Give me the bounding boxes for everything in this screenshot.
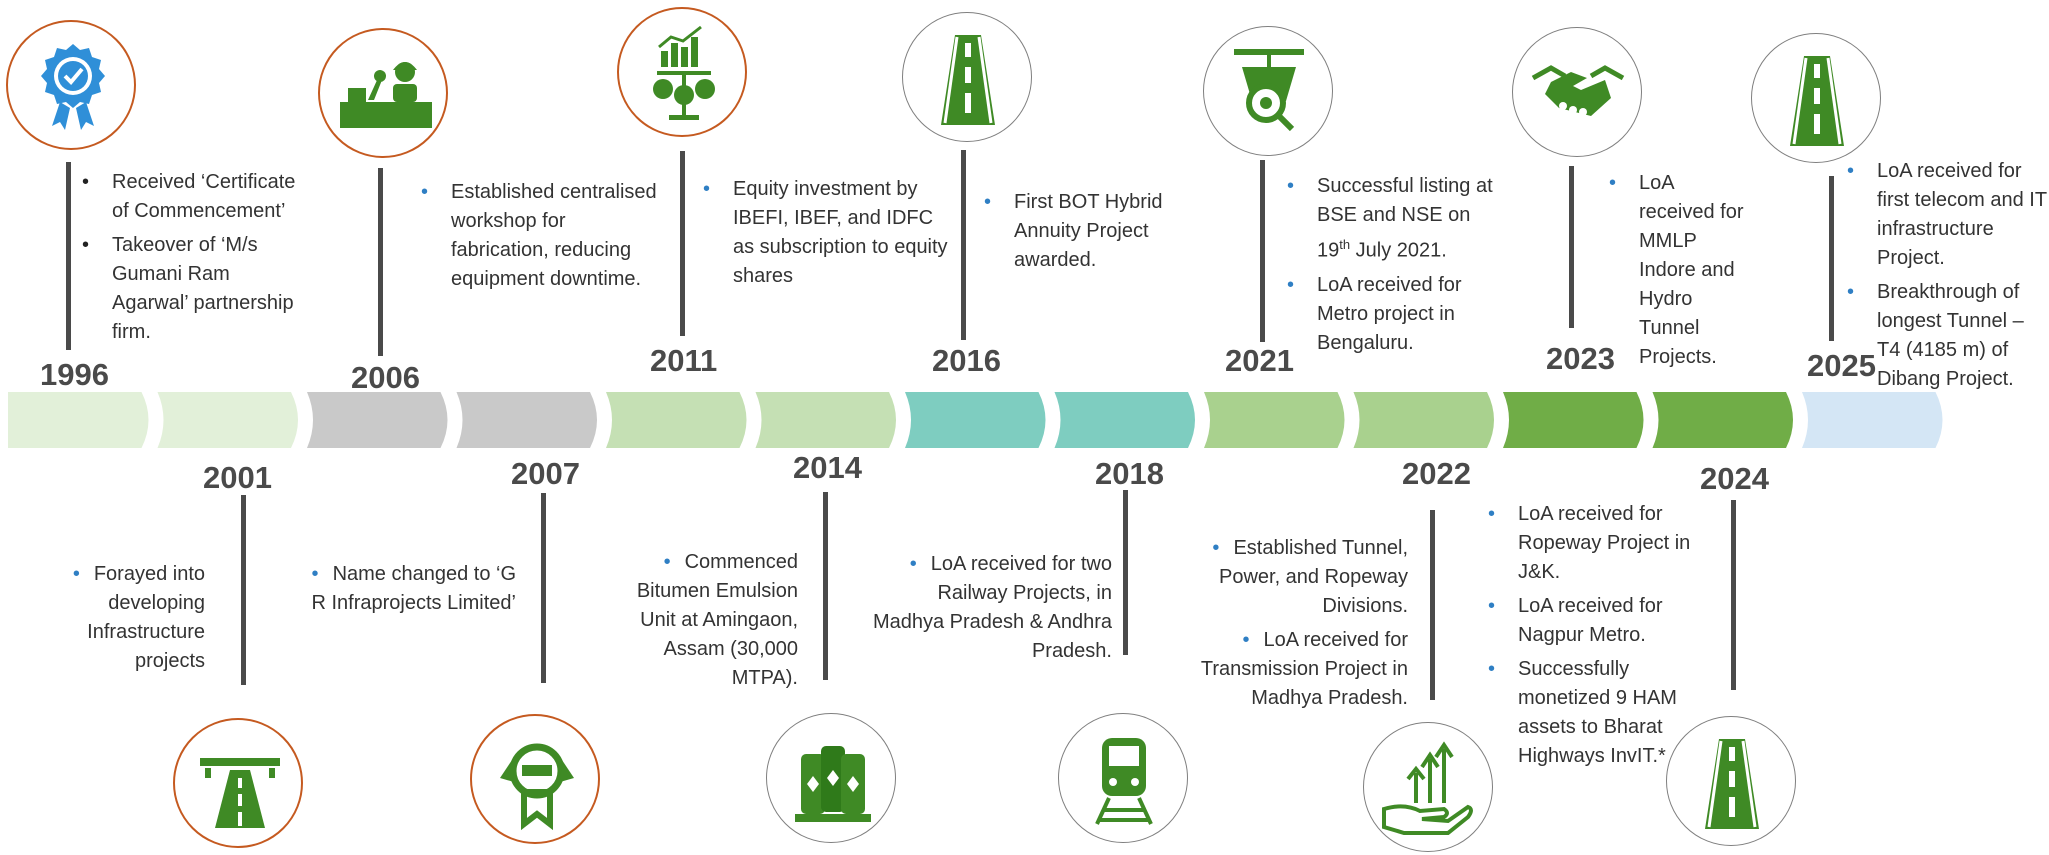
event-item: LoA received for MMLP Indore and Hydro T…: [1609, 169, 1749, 372]
event-item: Established Tunnel, Power, and Ropeway D…: [1170, 534, 1408, 621]
year-label: 2014: [793, 450, 862, 485]
connector-line: [378, 168, 383, 356]
event-item: Established centralised workshop for fab…: [421, 178, 666, 294]
event-list: Successful listing at BSE and NSE on 19t…: [1287, 172, 1509, 363]
event-list: Forayed into developing Infrastructure p…: [30, 560, 205, 681]
timeline-segment-2025: [1802, 392, 1943, 448]
timeline-segment-2023: [1503, 392, 1644, 448]
event-list: LoA received for MMLP Indore and Hydro T…: [1609, 169, 1749, 377]
connector-line: [680, 151, 685, 336]
year-label: 2018: [1095, 456, 1164, 491]
event-item: Takeover of ‘M/s Gumani Ram Agarwal’ par…: [82, 231, 307, 347]
event-list: Established Tunnel, Power, and Ropeway D…: [1170, 534, 1408, 718]
event-item: Equity investment by IBEFI, IBEF, and ID…: [703, 175, 948, 291]
event-list: Established centralised workshop for fab…: [421, 178, 666, 299]
year-label: 2024: [1700, 461, 1769, 496]
year-label: 2001: [203, 460, 272, 495]
year-label: 2023: [1546, 341, 1615, 376]
event-list: Commenced Bitumen Emulsion Unit at Aming…: [608, 548, 798, 698]
event-item: Commenced Bitumen Emulsion Unit at Aming…: [608, 548, 798, 693]
connector-line: [1569, 166, 1574, 328]
year-label: 2006: [351, 360, 420, 395]
year-label: 2016: [932, 343, 1001, 378]
ropeway-tunnel-icon: [1203, 26, 1333, 156]
timeline-segment-2024: [1652, 392, 1793, 448]
growth-hand-icon: [1363, 722, 1493, 852]
road-icon: [902, 12, 1032, 142]
road-icon: [1666, 716, 1796, 846]
timeline-segment-2001: [157, 392, 298, 448]
connector-line: [1260, 160, 1265, 342]
road-icon: [1751, 33, 1881, 163]
year-label: 2021: [1225, 343, 1294, 378]
event-list: Received ‘Certificate of Commencement’ T…: [82, 168, 307, 352]
year-label: 2007: [511, 456, 580, 491]
timeline-segment-2014: [755, 392, 896, 448]
handshake-icon: [1512, 27, 1642, 157]
train-icon: [1058, 713, 1188, 843]
event-list: Name changed to ‘G R Infraprojects Limit…: [310, 560, 516, 623]
connector-line: [541, 493, 546, 683]
year-label: 2022: [1402, 456, 1471, 491]
event-item: LoA received for Transmission Project in…: [1170, 626, 1408, 713]
bitumen-tanks-icon: [766, 713, 896, 843]
connector-line: [823, 492, 828, 680]
event-list: LoA received for two Railway Projects, i…: [862, 550, 1112, 671]
timeline-segment-2018: [1054, 392, 1195, 448]
event-item: LoA received for first telecom and IT in…: [1847, 157, 2047, 273]
event-list: LoA received for first telecom and IT in…: [1847, 157, 2047, 399]
event-item: LoA received for Metro project in Bengal…: [1287, 271, 1509, 358]
investment-growth-icon: [617, 7, 747, 137]
timeline-segment-2006: [307, 392, 448, 448]
year-label: 2011: [650, 343, 718, 378]
workshop-worker-icon: [318, 28, 448, 158]
connector-line: [1731, 500, 1736, 690]
event-item: First BOT Hybrid Annuity Project awarded…: [984, 188, 1214, 275]
timeline-bar: [8, 392, 1943, 448]
event-list: First BOT Hybrid Annuity Project awarded…: [984, 188, 1214, 280]
connector-line: [66, 162, 71, 350]
connector-line: [961, 150, 966, 340]
timeline-segment-2021: [1204, 392, 1345, 448]
connector-line: [241, 495, 246, 685]
award-ribbon-icon: [470, 714, 600, 844]
event-list: LoA received for Ropeway Project in J&K.…: [1488, 500, 1723, 776]
connector-line: [1829, 176, 1834, 341]
event-item: Received ‘Certificate of Commencement’: [82, 168, 307, 226]
event-item: LoA received for Nagpur Metro.: [1488, 592, 1723, 650]
timeline-segment-2016: [905, 392, 1046, 448]
timeline-segment-2007: [456, 392, 597, 448]
event-item: Successful listing at BSE and NSE on 19t…: [1287, 172, 1509, 266]
timeline-segment-2022: [1353, 392, 1494, 448]
event-list: Equity investment by IBEFI, IBEF, and ID…: [703, 175, 948, 296]
event-item: Breakthrough of longest Tunnel – T4 (418…: [1847, 278, 2047, 394]
connector-line: [1123, 490, 1128, 655]
certificate-badge-icon: [6, 20, 136, 150]
event-item: LoA received for Ropeway Project in J&K.: [1488, 500, 1723, 587]
event-item: LoA received for two Railway Projects, i…: [862, 550, 1112, 666]
timeline-segment-2011: [606, 392, 747, 448]
event-item: Successfully monetized 9 HAM assets to B…: [1488, 655, 1723, 771]
connector-line: [1430, 510, 1435, 700]
timeline-segment-1996: [8, 392, 149, 448]
highway-icon: [173, 718, 303, 848]
year-label: 1996: [40, 357, 109, 392]
event-item: Name changed to ‘G R Infraprojects Limit…: [310, 560, 516, 618]
event-item: Forayed into developing Infrastructure p…: [30, 560, 205, 676]
